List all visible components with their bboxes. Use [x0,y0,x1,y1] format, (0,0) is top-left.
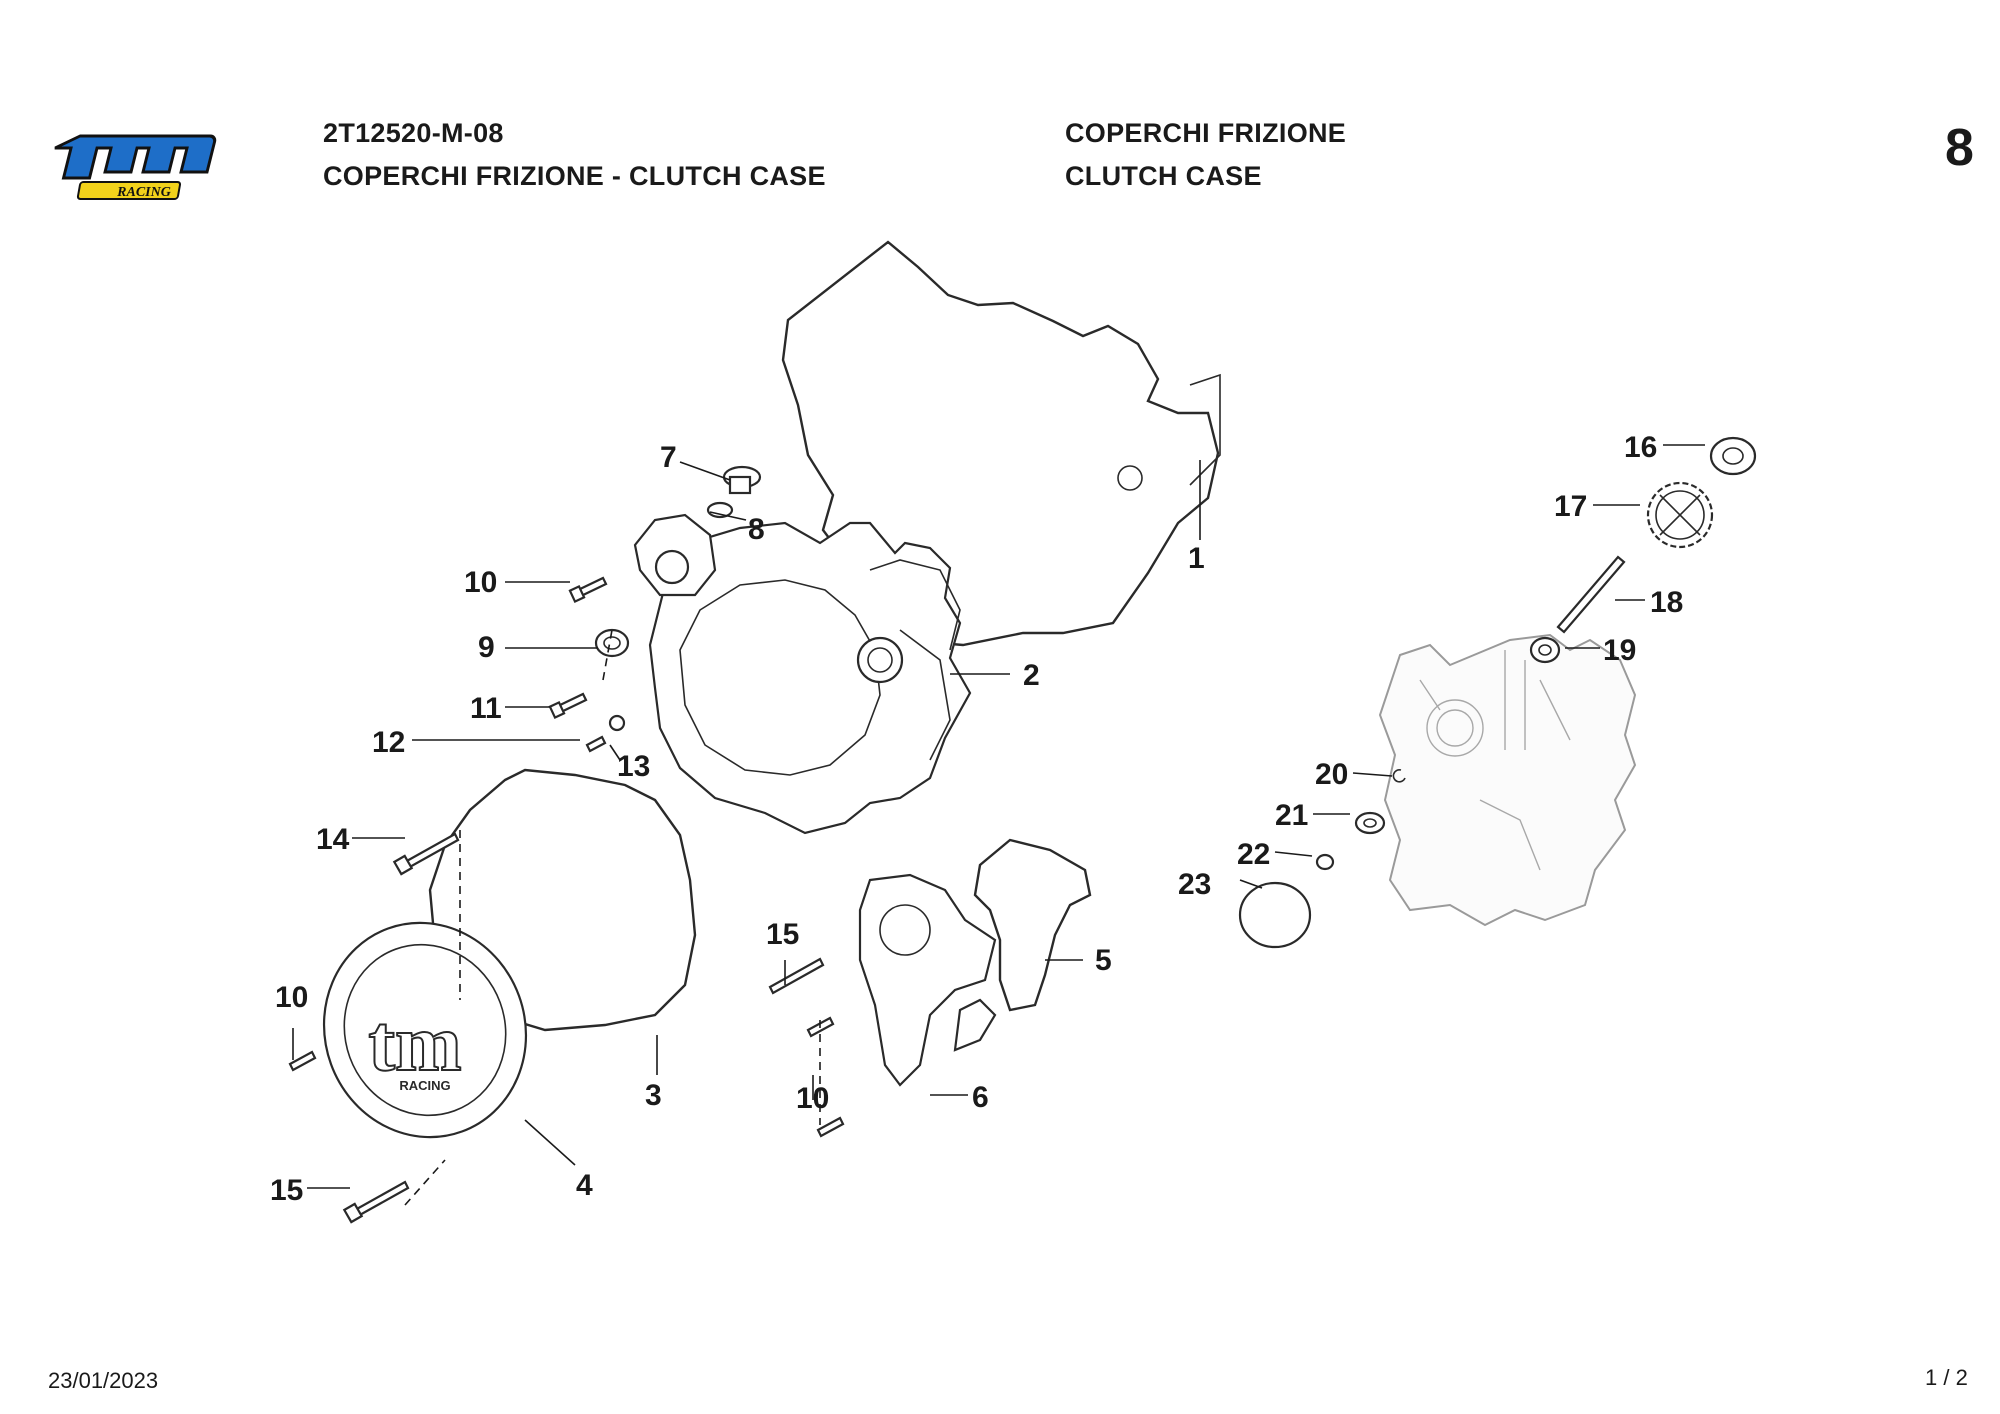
title-english: CLUTCH CASE [1065,161,1262,191]
callout-labels: 1 2 3 4 5 6 7 8 9 10 10 10 11 12 13 14 1… [270,431,1683,1207]
callout-22: 22 [1237,838,1270,871]
shaft-seal [594,628,630,658]
callout-21: 21 [1275,799,1308,832]
water-pump-cover [858,873,997,1087]
callout-13: 13 [617,750,650,783]
tm-racing-logo: RACING [52,128,222,208]
water-pump-gasket [973,838,1092,1012]
pump-shaft-18 [1556,555,1626,634]
assembly-lines [404,629,821,1206]
title-italian: COPERCHI FRIZIONE [1065,118,1347,148]
drive-gear-17 [1646,481,1714,549]
callout-16: 16 [1624,431,1657,464]
outer-clutch-cover: tm RACING [322,921,528,1139]
callout-2: 2 [1023,659,1040,692]
print-date: 23/01/2023 [48,1368,159,1393]
callout-19: 19 [1603,634,1636,667]
page-indicator: 1 / 2 [1925,1365,1968,1390]
callout-7: 7 [660,441,677,474]
filler-plug [722,465,762,495]
callout-23: 23 [1178,868,1211,901]
callout-17: 17 [1554,490,1587,523]
inner-case-gasket [781,240,1221,647]
cover-emblem-tagline: RACING [399,1078,450,1093]
callout-15-middle: 15 [766,918,799,951]
callout-10-bottom: 10 [796,1082,829,1115]
part-code: 2T12520-M-08 [323,118,504,148]
callout-9: 9 [478,631,495,664]
callout-1: 1 [1188,542,1205,575]
circlip-20 [1392,769,1406,783]
callout-3: 3 [645,1079,662,1112]
callout-18: 18 [1650,586,1683,619]
callout-5: 5 [1095,944,1112,977]
logo-tagline: RACING [116,185,171,200]
callout-6: 6 [972,1081,989,1114]
bearing-16 [1709,436,1757,476]
screws [288,576,845,1224]
outer-cover-gasket [428,768,697,1032]
callout-20: 20 [1315,758,1348,791]
washer-21 [1354,811,1386,835]
callout-10-top: 10 [464,566,497,599]
callout-12: 12 [372,726,405,759]
callout-11: 11 [470,692,502,725]
page-number: 8 [1945,119,1974,177]
nut-22 [1315,853,1335,871]
leader-lines [292,444,1705,1189]
seal-19 [1529,636,1561,664]
engine-case-reference-ghost [1378,633,1637,927]
page-subtitle: COPERCHI FRIZIONE - CLUTCH CASE [323,161,826,191]
callout-14: 14 [316,823,350,856]
callout-10-left: 10 [275,981,308,1014]
clutch-case-housing [633,513,972,835]
callout-4: 4 [576,1169,593,1202]
callout-8: 8 [748,513,765,546]
impeller-23 [1238,881,1312,949]
callout-15-bottom: 15 [270,1174,303,1207]
cover-emblem-brand: tm [368,1000,461,1088]
